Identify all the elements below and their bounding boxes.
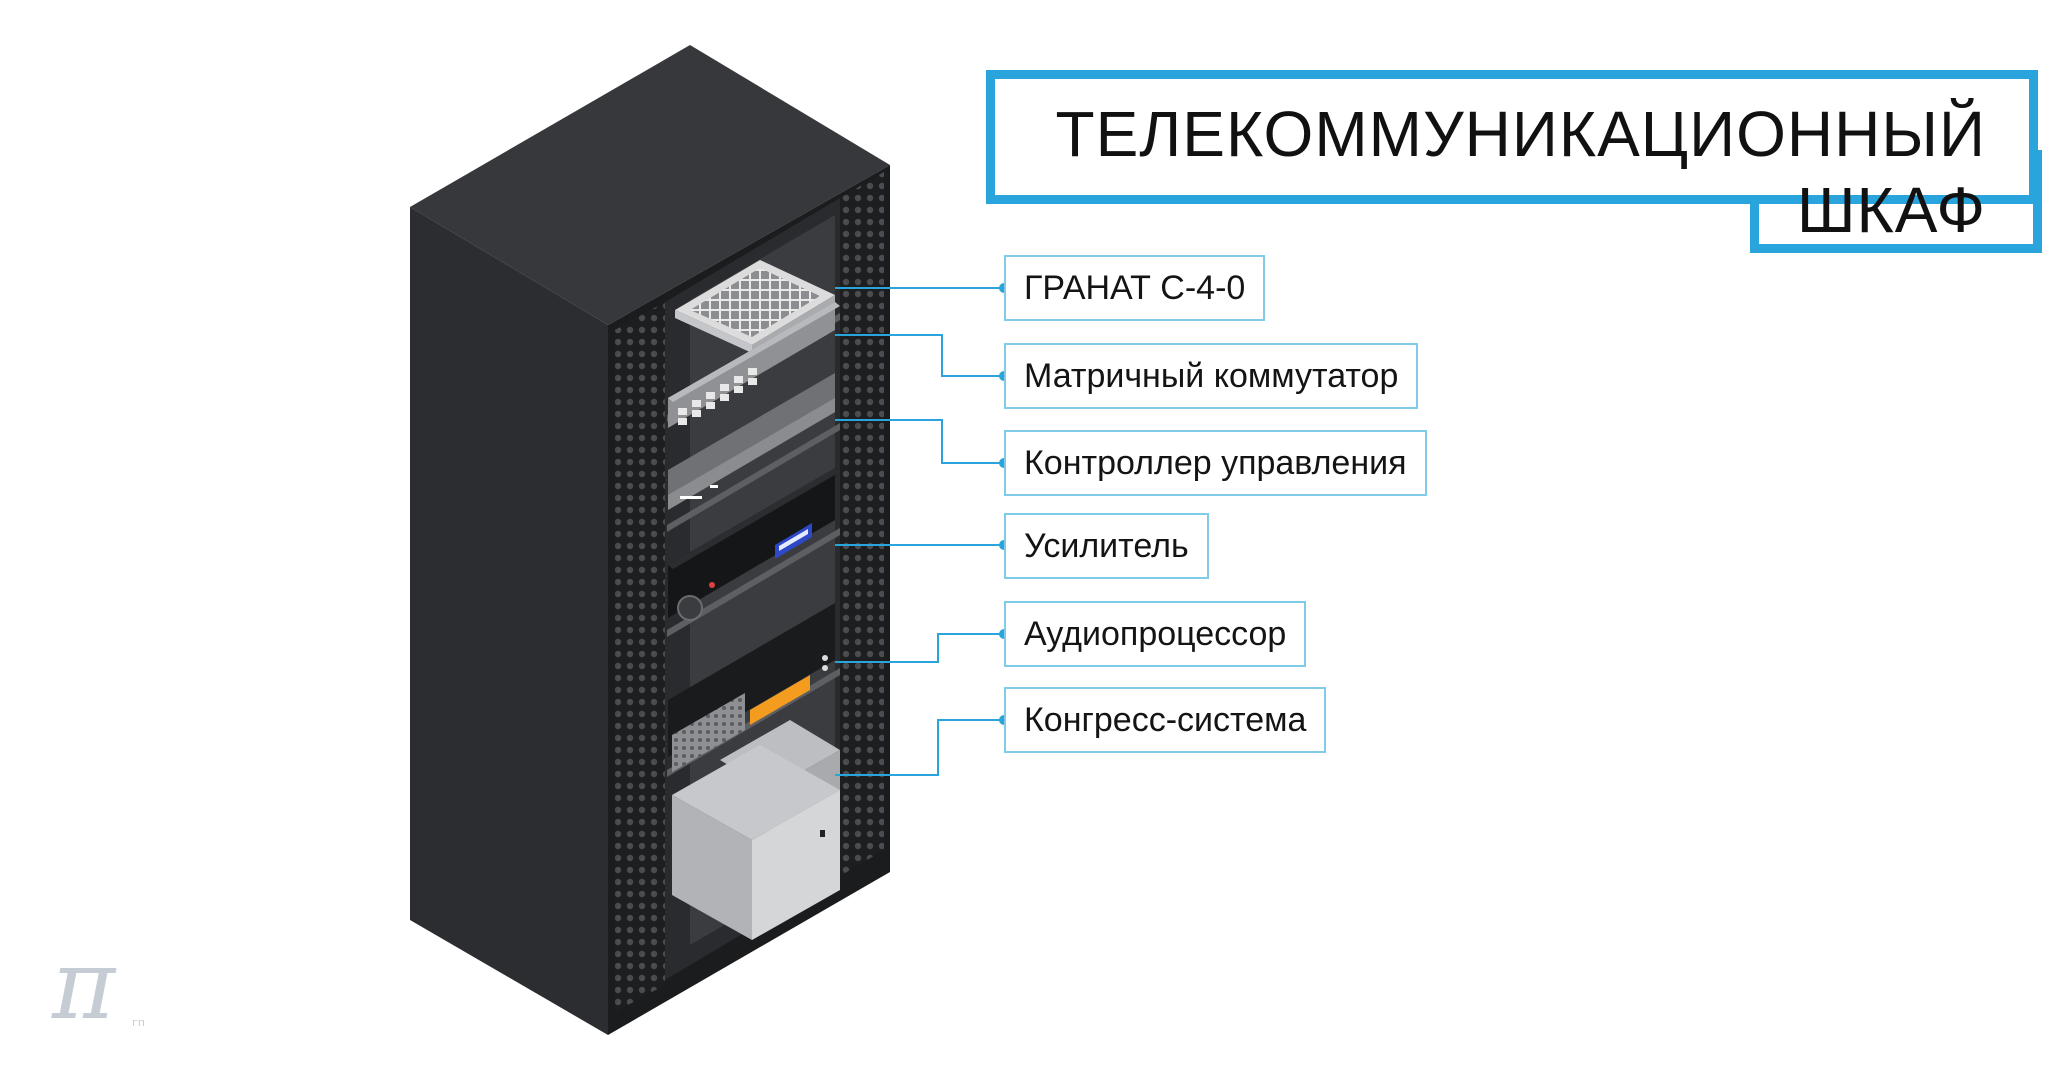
connector-matrix-switch — [835, 334, 1002, 377]
title-line-2: ШКАФ — [1796, 174, 1986, 246]
device-audio-processor — [668, 603, 835, 772]
device-congress-system — [672, 720, 840, 940]
label-matrix-switch: Матричный коммутатор — [1004, 343, 1419, 409]
device-amplifier — [668, 468, 840, 621]
label-control-controller: Контроллер управления — [1004, 430, 1427, 496]
amplifier-knob — [677, 595, 703, 621]
diagram-title: ТЕЛЕКОММУНИКАЦИОННЫЙ ШКАФ — [1056, 96, 1987, 248]
right-perforated-rail — [840, 172, 884, 876]
connector-audio-processor — [835, 633, 1002, 663]
label-audio-processor: Аудиопроцессор — [1004, 601, 1307, 667]
connector-congress-system — [835, 719, 1002, 776]
pi-logo-icon: π гп — [51, 940, 145, 1030]
processor-panel-orange — [750, 675, 810, 725]
device-matrix-switch — [668, 302, 840, 428]
cabinet-top — [410, 45, 890, 325]
shelf-2 — [667, 423, 840, 532]
left-perforated-rail — [615, 302, 665, 1012]
shelf-3 — [667, 528, 840, 637]
device-control-controller — [668, 373, 835, 510]
connector-controller — [835, 419, 1002, 464]
cabinet-left-side — [410, 207, 608, 1035]
title-line-1: ТЕЛЕКОММУНИКАЦИОННЫЙ — [1055, 98, 1986, 170]
title-frame — [986, 70, 2038, 204]
logo-caption: гп — [132, 1016, 145, 1029]
device-granat — [675, 260, 835, 353]
label-amplifier: Усилитель — [1004, 513, 1209, 579]
label-granat: ГРАНАТ С-4-0 — [1004, 255, 1266, 321]
logo-glyph: π — [51, 940, 117, 1030]
label-congress-system: Конгресс-система — [1004, 687, 1327, 753]
callout-connectors — [835, 287, 1002, 776]
